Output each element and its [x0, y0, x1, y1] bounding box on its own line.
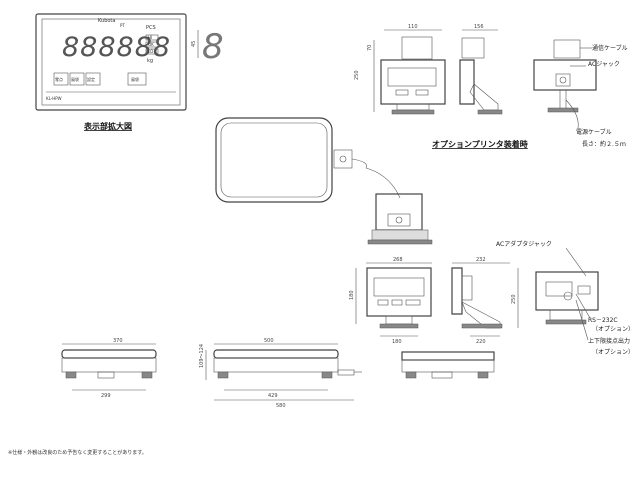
mode-key-label: 風袋	[131, 76, 139, 82]
comm-cable-label: 通信ケーブル	[592, 44, 628, 52]
dim-500: 500	[264, 338, 274, 344]
printer-side-view: 156	[459, 24, 503, 115]
lo-label: LO	[148, 49, 153, 54]
dim-429: 429	[268, 393, 278, 399]
indicator-standing-view	[367, 193, 433, 245]
printer-back-view: 通信ケーブル ACジャック 電源ケーブル 長さ：約２.５ｍ オプションプリンタ装…	[432, 39, 628, 149]
ok-label: OK	[148, 42, 154, 47]
dim-70: 70	[367, 45, 373, 51]
dim-110: 110	[408, 24, 418, 30]
dim-109-124: 109～124	[199, 344, 205, 368]
power-cable-label: 電源ケーブル	[576, 128, 612, 136]
set-key-label: 設定	[87, 76, 95, 82]
platform-top-view	[215, 117, 401, 203]
pt-indicator: PT	[120, 23, 125, 28]
cable-length-label: 長さ：約２.５ｍ	[582, 140, 626, 148]
dim-580: 580	[276, 403, 286, 409]
kg-unit: kg	[147, 58, 153, 64]
footnote: ※仕様・外観は改良のため予告なく変更することがあります。	[8, 449, 147, 456]
display-panel-view: Kubota 888888 PT PCS kg HI OK LO 零点 風袋 設…	[35, 13, 187, 131]
model-label: KL-HPW	[46, 96, 62, 101]
limit-contact-option-label: （オプション）	[592, 349, 634, 356]
mode-key	[127, 72, 147, 86]
rs232c-label: RS－232C	[588, 317, 618, 324]
scale-side-view-large: 500 109～124 429 580	[199, 338, 362, 409]
dim-180a: 180	[349, 290, 355, 300]
side-digit-view: 8 45	[191, 27, 224, 67]
dim-268: 268	[393, 257, 403, 263]
dim-299: 299	[101, 393, 111, 399]
lo-lamp	[145, 48, 159, 55]
dim-250b: 250	[511, 294, 517, 304]
seven-segment-digits: 888888	[62, 32, 171, 63]
dim-156: 156	[474, 24, 484, 30]
tare-key	[69, 72, 85, 86]
hi-label: HI	[148, 35, 152, 40]
limit-contact-label: 上下限接点出力	[588, 337, 630, 345]
zero-key	[53, 72, 69, 86]
set-key	[85, 72, 101, 86]
brand-label: Kubota	[98, 18, 115, 24]
dim-250a: 250	[354, 70, 360, 80]
ac-adapter-jack-label: ACアダプタジャック	[496, 240, 552, 248]
dim-220: 220	[476, 339, 486, 345]
tare-key-label: 風袋	[71, 76, 79, 82]
scale-end-view	[401, 351, 495, 379]
side-digit: 8	[202, 27, 224, 67]
rs232c-option-label: （オプション）	[592, 326, 634, 333]
dim-180b: 180	[392, 339, 402, 345]
printer-front-view: 110 70 250	[354, 24, 446, 115]
pcs-indicator: PCS	[146, 25, 156, 31]
scale-side-view-small: 370 299	[61, 338, 157, 399]
zero-key-label: 零点	[55, 76, 63, 82]
display-panel-caption: 表示部拡大図	[83, 121, 132, 131]
dim-370: 370	[113, 338, 123, 344]
ok-lamp	[145, 41, 159, 48]
indicator-front-view: 268 180 180	[349, 257, 432, 345]
ac-jack-label: ACジャック	[588, 61, 620, 68]
printer-caption: オプションプリンタ装着時	[432, 139, 528, 149]
indicator-side-view: 232 250 220	[451, 257, 519, 345]
dim-45: 45	[191, 41, 197, 47]
dim-232: 232	[476, 257, 486, 263]
indicator-back-view: ACアダプタジャック RS－232C （オプション） 上下限接点出力 （オプショ…	[496, 240, 634, 356]
hi-lamp	[145, 34, 159, 41]
